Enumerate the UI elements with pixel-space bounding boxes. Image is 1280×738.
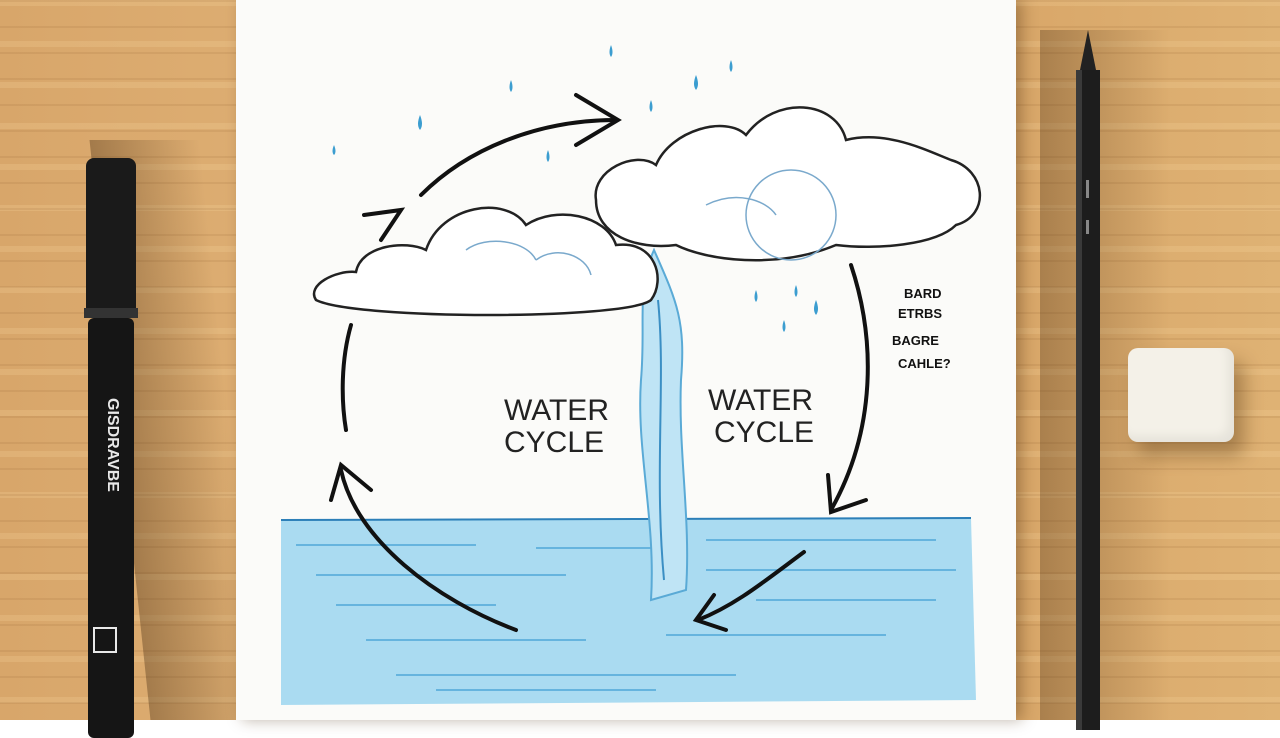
cloud-left: [312, 206, 659, 317]
side-note-line1: BARD: [904, 286, 942, 301]
black-marker-pen: GISDRAVBE: [84, 158, 138, 738]
cloud-right: [594, 106, 982, 262]
arrow-right-head: [826, 473, 868, 515]
arrow-bottom: [696, 550, 806, 622]
arrow-left-head: [329, 461, 373, 502]
side-note-line4: CAHLE?: [898, 356, 951, 371]
label-left-line1: WATER: [504, 394, 609, 427]
label-left-line2: CYCLE: [504, 426, 604, 459]
eraser: [1128, 348, 1234, 442]
label-right-line2: CYCLE: [714, 416, 814, 449]
raindrops: [332, 45, 818, 332]
arrow-left-upper: [340, 323, 353, 432]
side-note-line3: BAGRE: [892, 333, 939, 348]
waterfall: [639, 247, 689, 602]
side-note-line2: ETRBS: [898, 306, 942, 321]
arrow-right: [829, 263, 870, 512]
marker-imprint: GISDRAVBE: [104, 398, 121, 492]
water-body: [280, 517, 976, 705]
arrow-top: [419, 118, 618, 197]
arrow-bottom-head: [692, 593, 728, 632]
arrow-left: [339, 468, 518, 632]
paper-sheet: WATER CYCLE WATER CYCLE BARD ETRBS BAGRE…: [236, 0, 1016, 720]
cycle-arrows: [329, 93, 870, 632]
arrow-small-head: [362, 207, 406, 242]
pencil: [1076, 30, 1100, 730]
arrow-top-head: [574, 93, 622, 147]
label-right-line1: WATER: [708, 384, 813, 417]
water-cycle-drawing: WATER CYCLE WATER CYCLE BARD ETRBS BAGRE…: [280, 45, 982, 705]
